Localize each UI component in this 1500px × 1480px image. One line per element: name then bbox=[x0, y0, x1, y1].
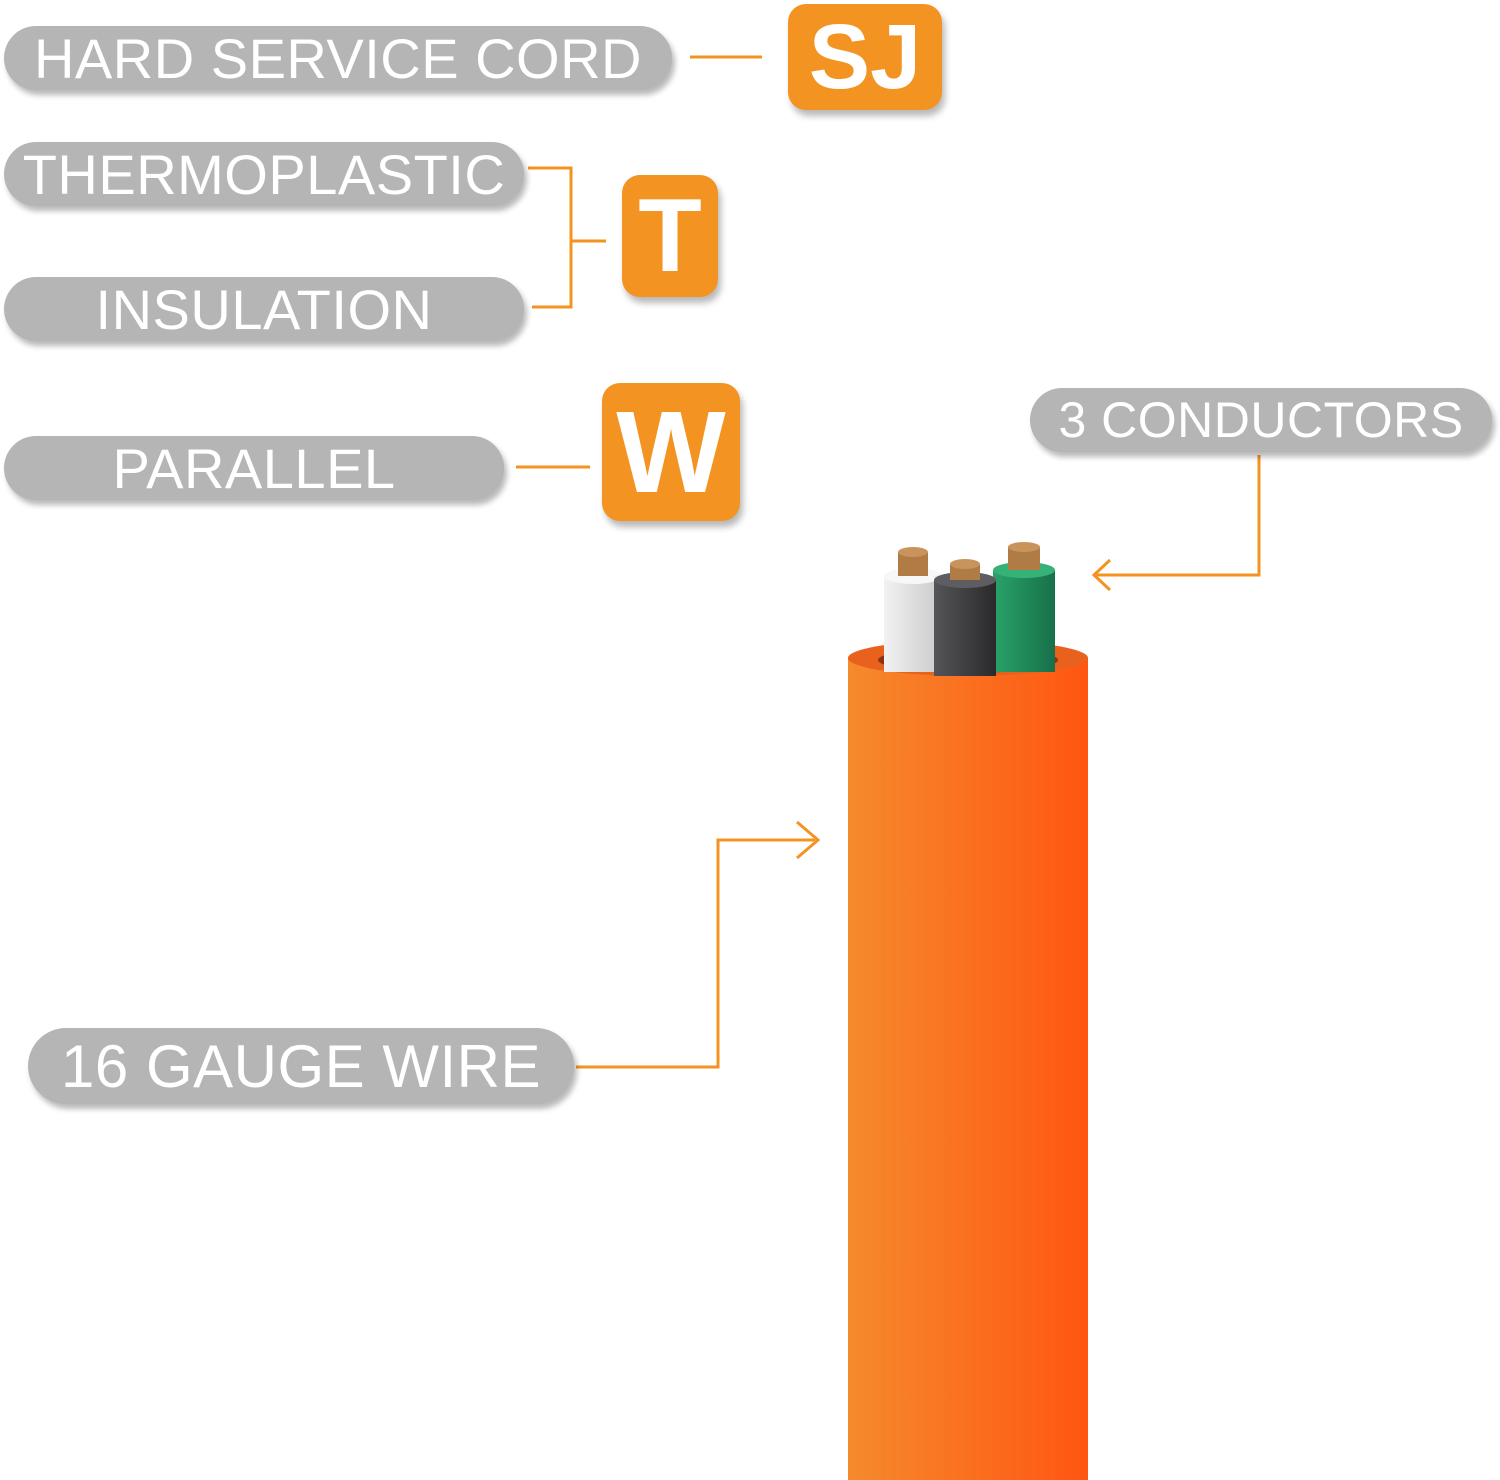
thermoplastic-text: THERMOPLASTIC bbox=[22, 142, 506, 206]
thermoplastic-label: THERMOPLASTIC bbox=[4, 142, 524, 206]
insulation-label: INSULATION bbox=[4, 277, 524, 341]
sj-badge: SJ bbox=[788, 4, 942, 110]
w-badge-text: W bbox=[616, 387, 726, 517]
t-badge-text: T bbox=[638, 177, 702, 294]
white-wire bbox=[884, 547, 942, 672]
t-badge: T bbox=[622, 175, 718, 297]
w-badge: W bbox=[602, 383, 740, 521]
insulation-text: INSULATION bbox=[95, 277, 433, 341]
parallel-text: PARALLEL bbox=[112, 436, 396, 500]
conductors-connector-line bbox=[1094, 455, 1261, 577]
black-wire bbox=[934, 559, 996, 676]
parallel-label: PARALLEL bbox=[4, 436, 504, 500]
gauge-text: 16 GAUGE WIRE bbox=[61, 1032, 541, 1100]
hard-service-cord-label: HARD SERVICE CORD bbox=[4, 26, 672, 90]
sj-badge-text: SJ bbox=[808, 5, 922, 108]
hard-service-cord-text: HARD SERVICE CORD bbox=[33, 26, 642, 90]
cable-illustration bbox=[848, 542, 1088, 1480]
gauge-label: 16 GAUGE WIRE bbox=[28, 1028, 574, 1104]
cable-jacket bbox=[848, 640, 1088, 1480]
conductors-text: 3 CONDUCTORS bbox=[1058, 392, 1464, 448]
gauge-arrow-icon bbox=[796, 820, 821, 860]
conductors-label: 3 CONDUCTORS bbox=[1030, 388, 1492, 452]
green-wire bbox=[993, 542, 1055, 672]
gauge-connector-line bbox=[576, 838, 815, 1069]
conductors-arrow-icon bbox=[1091, 558, 1112, 592]
t-bracket-line bbox=[528, 166, 573, 309]
